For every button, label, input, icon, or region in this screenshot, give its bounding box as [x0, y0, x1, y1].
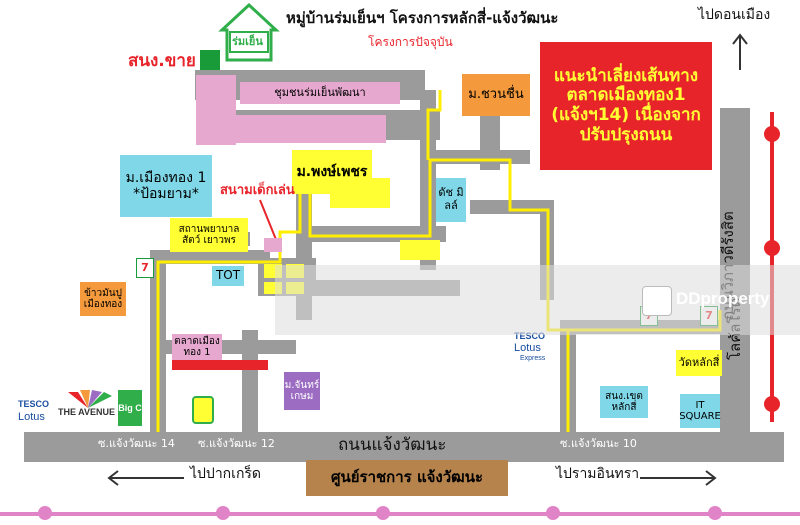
tot-box: TOT [212, 266, 244, 286]
watermark-band [275, 265, 800, 335]
notice-box: แนะนำเลี่ยงเส้นทาง ตลาดเมืองทอง1 (แจ้งฯ1… [540, 42, 712, 170]
wat-lak-si-label: วัดหลักสี่ [678, 355, 720, 369]
tesco-text: TESCO [18, 399, 50, 409]
road-horizontal-center [296, 226, 446, 242]
block-right-2 [400, 240, 440, 260]
community-block-left [196, 75, 236, 145]
wat-lak-si-box: วัดหลักสี่ [676, 350, 722, 376]
vet-box: สถานพยาบาลสัตว์ เยาวพร [170, 218, 248, 252]
khao-man-gai-label: ข้าวมันปู เมืองทอง [83, 287, 123, 311]
market-red-bar [172, 360, 268, 370]
the-avenue-logo: THE AVENUE [58, 390, 120, 426]
lak-si-office-label: สนง.เขต หลักสี่ [605, 390, 643, 414]
community-block-bottom [236, 115, 386, 143]
community-label: ชุมชนร่มเย็นพัฒนา [274, 85, 366, 99]
village-title: หมู่บ้านร่มเย็นฯ โครงการหลักสี่-แจ้งวัฒน… [286, 9, 559, 27]
arrow-right-icon [640, 470, 717, 486]
community-box: ชุมชนร่มเย็นพัฒนา [240, 82, 400, 104]
soi-12-label: ซ.แจ้งวัฒนะ 12 [198, 437, 275, 450]
block-right-1 [330, 178, 390, 208]
current-project-label: โครงการปัจจุบัน [368, 35, 453, 49]
the-avenue-text: THE AVENUE [58, 407, 116, 417]
dash-mall-label: ดัช มิลล์ [438, 186, 464, 212]
lak-si-office-box: สนง.เขต หลักสี่ [600, 386, 648, 418]
direction-pak-kret: ไปปากเกร็ด [190, 466, 262, 482]
chuan-chuen-box: ม.ชวนชื่น [462, 74, 530, 116]
logo-text: ร่มเย็น [232, 35, 263, 48]
khao-man-gai-box: ข้าวมันปู เมืองทอง [80, 282, 126, 316]
playground-label: สนามเด็กเล่น [220, 183, 295, 198]
house-logo-icon [218, 2, 280, 62]
tesco-express-logo: TESCO Lotus Express [512, 331, 558, 364]
arrow-up-icon [732, 33, 748, 70]
road-main [24, 432, 784, 462]
rail-dot-3 [764, 396, 780, 412]
seven-icon: 7 [141, 260, 149, 274]
chaeng-watthana-label: ถนนแจ้งวัฒนะ [338, 435, 447, 455]
hospital-logo-icon [192, 396, 214, 424]
dash-mall-box: ดัช มิลล์ [436, 178, 466, 222]
sales-office-marker [200, 50, 220, 75]
tot-label: TOT [215, 268, 241, 283]
seven-eleven-left: 7 [136, 258, 154, 278]
phong-phet-label: ม.พงษ์เพชร [296, 163, 368, 180]
sales-office-label: สนง.ขาย [128, 51, 196, 71]
road-soi12 [242, 330, 258, 432]
soi-14-label: ซ.แจ้งวัฒนะ 14 [98, 437, 175, 450]
lotus-express-text: Lotus [514, 342, 541, 354]
chan-kasem-label: ม.จันทร์ เกษม [284, 379, 320, 403]
chuan-chuen-label: ม.ชวนชื่น [468, 86, 524, 102]
vet-label: สถานพยาบาลสัตว์ เยาวพร [178, 223, 240, 247]
big-c-logo: Big C [118, 390, 142, 426]
bottom-dot-5 [708, 506, 722, 520]
gov-center-box: ศูนย์ราชการ แจ้งวัฒนะ [306, 460, 508, 496]
avenue-fan-icon [68, 390, 112, 408]
tesco-express-text: TESCO [514, 331, 546, 341]
bottom-dot-4 [546, 506, 560, 520]
express-text: Express [520, 355, 546, 362]
watermark-text: DDproperty [676, 289, 770, 308]
ddproperty-logo-icon [642, 286, 672, 316]
road-vertical-right [420, 90, 436, 270]
gov-center-label: ศูนย์ราชการ แจ้งวัฒนะ [330, 468, 484, 487]
it-square-box: IT SQUARE [679, 394, 721, 428]
market-box: ตลาดเมือง ทอง 1 [172, 334, 222, 360]
muang-thong-box: ม.เมืองทอง 1 *ป้อมยาม* [120, 155, 212, 217]
lotus-text: Lotus [18, 411, 45, 423]
chan-kasem-box: ม.จันทร์ เกษม [284, 372, 320, 410]
notice-text: แนะนำเลี่ยงเส้นทาง ตลาดเมืองทอง1 (แจ้งฯ1… [551, 65, 701, 145]
it-square-label: IT SQUARE [679, 399, 721, 423]
big-c-text: Big C [118, 402, 142, 413]
playground-marker [264, 238, 282, 252]
playground-pointer-icon [259, 199, 278, 243]
arrow-left-icon [107, 470, 184, 486]
direction-don-mueang: ไปดอนเมือง [698, 7, 771, 23]
tesco-lotus-logo: TESCO Lotus [18, 399, 58, 426]
muang-thong-label: ม.เมืองทอง 1 [125, 169, 207, 186]
bottom-dot-3 [376, 506, 390, 520]
romyen-logo: ร่มเย็น [218, 2, 280, 64]
road-right-stub [480, 110, 500, 170]
market-label: ตลาดเมือง ทอง 1 [174, 335, 220, 359]
rail-dot-2 [764, 240, 780, 256]
soi-10-label: ซ.แจ้งวัฒนะ 10 [560, 437, 637, 450]
guard-post-label: *ป้อมยาม* [133, 186, 199, 202]
bottom-dot-1 [38, 506, 52, 520]
rail-dot-1 [764, 126, 780, 142]
bottom-line [0, 512, 800, 516]
direction-ram-inthra: ไปรามอินทรา [556, 466, 640, 482]
bottom-dot-2 [216, 506, 230, 520]
